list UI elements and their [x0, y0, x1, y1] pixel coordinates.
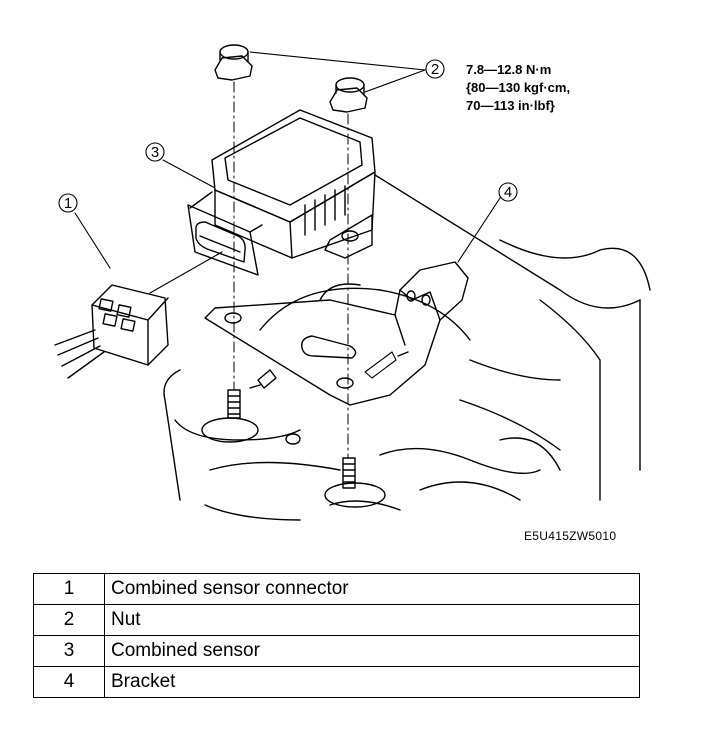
torque-spec-line-2: {80—130 kgf·cm,: [466, 80, 570, 95]
legend-number: 2: [33, 604, 105, 636]
torque-spec-line-3: 70—113 in·lbf}: [466, 98, 555, 113]
assembly-center-lines: [233, 81, 349, 459]
legend-number: 3: [33, 635, 105, 667]
table-row: 2 Nut: [33, 604, 640, 636]
combined-sensor-part: [187, 109, 376, 276]
component-diagram: 1 2 3 4 7.8—12.8 N·m {80—130 kgf·cm, 70—…: [54, 44, 651, 543]
legend-number: 4: [33, 666, 105, 698]
callout-circles: [58, 59, 518, 213]
callout-1-number: 1: [64, 195, 72, 212]
callout-3-number: 3: [151, 144, 159, 161]
legend-number: 1: [33, 573, 105, 605]
legend-label: Combined sensor: [104, 635, 640, 667]
vehicle-body-outline: [163, 174, 651, 521]
stud-bolts: [227, 369, 356, 489]
callout-2-number: 2: [431, 61, 439, 78]
figure-code: E5U415ZW5010: [524, 529, 616, 543]
nut-parts: [214, 44, 368, 113]
sensor-connector-part: [54, 284, 169, 379]
table-row: 4 Bracket: [33, 666, 640, 698]
callout-leader-lines: [74, 51, 501, 294]
parts-legend-table: 1 Combined sensor connector 2 Nut 3 Comb…: [33, 573, 640, 698]
table-row: 3 Combined sensor: [33, 635, 640, 667]
legend-label: Combined sensor connector: [104, 573, 640, 605]
torque-spec-line-1: 7.8—12.8 N·m: [466, 62, 551, 77]
bracket-part: [204, 261, 469, 406]
callout-4-number: 4: [504, 184, 512, 201]
table-row: 1 Combined sensor connector: [33, 573, 640, 605]
legend-label: Nut: [104, 604, 640, 636]
legend-label: Bracket: [104, 666, 640, 698]
